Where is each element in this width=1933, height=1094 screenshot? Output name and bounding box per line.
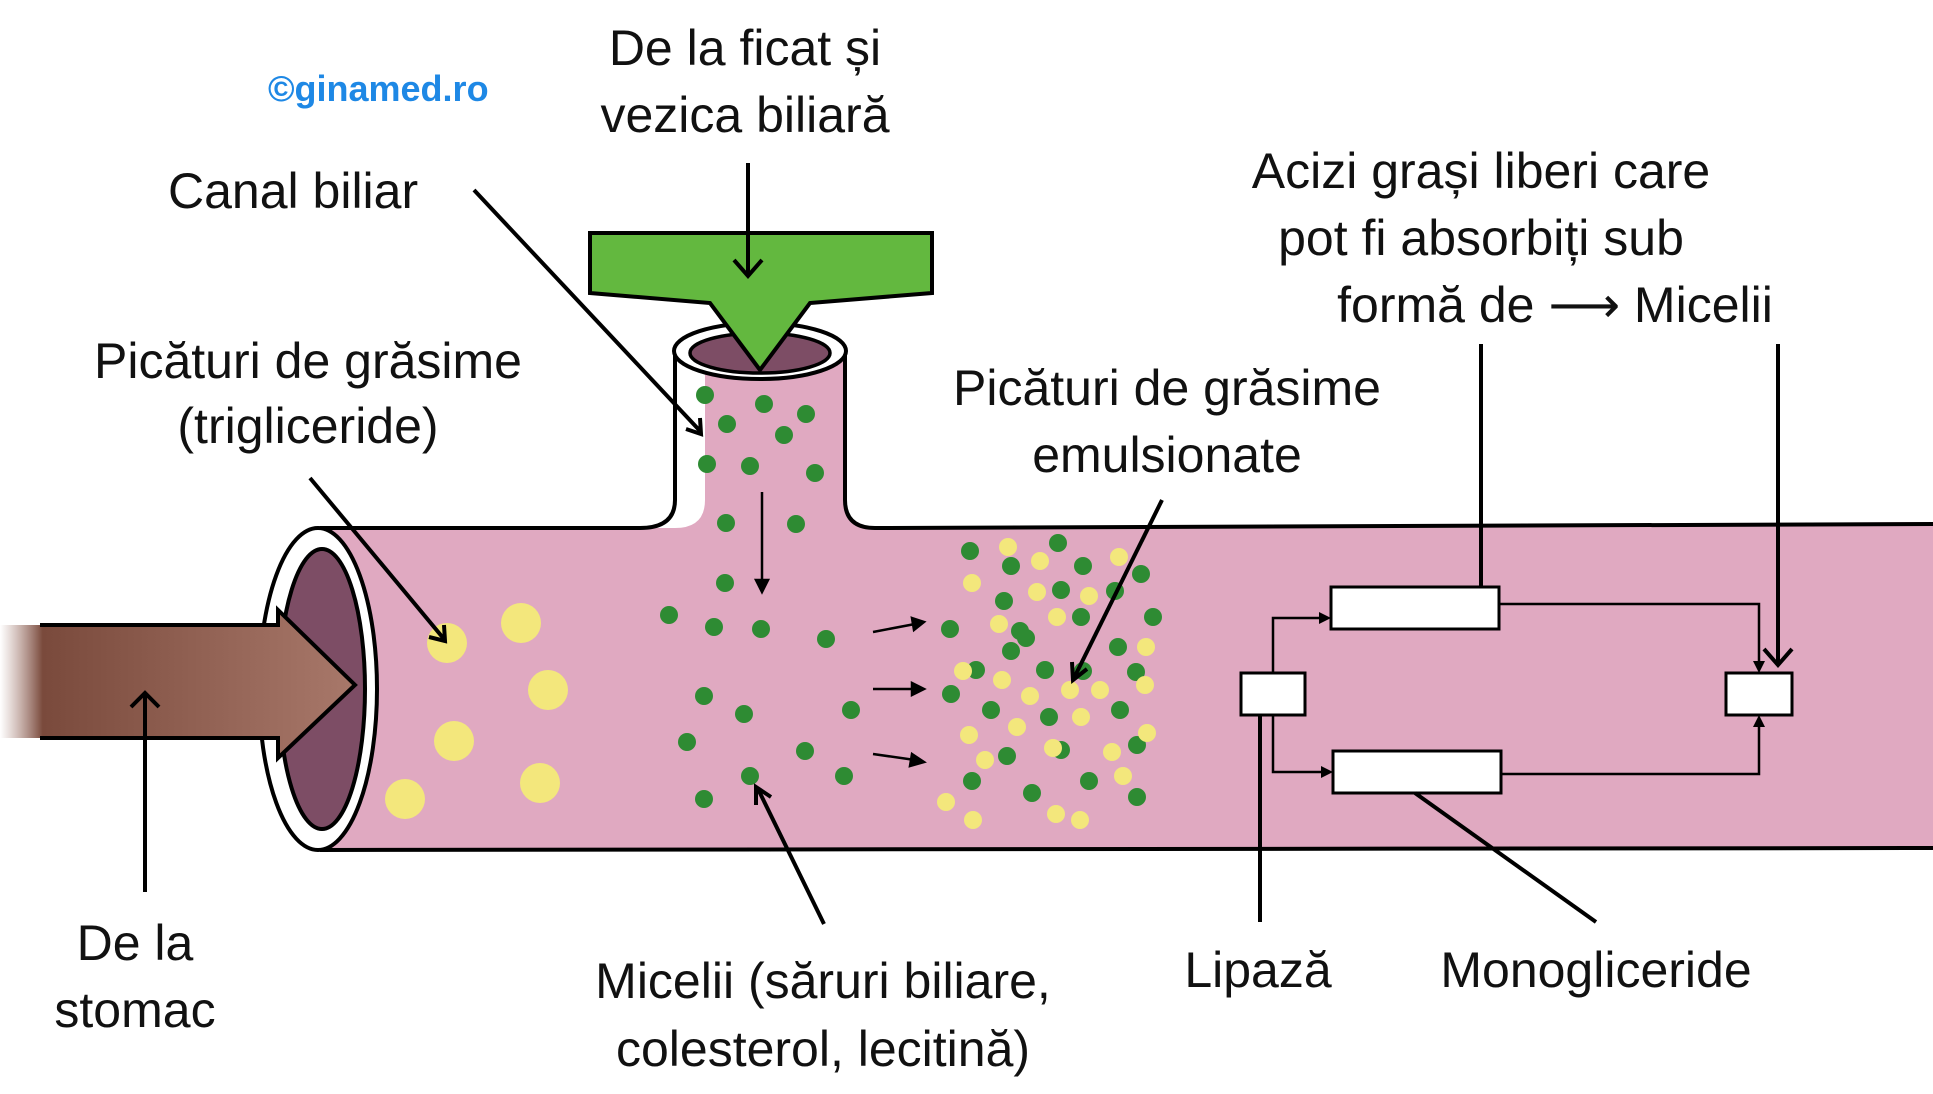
free-fatty-acids-box [1329,585,1501,631]
label-free-fatty-line2: pot fi absorbiți sub [1278,210,1684,266]
micelles [660,574,860,808]
label-from-liver-line1: De la ficat și [609,20,881,76]
credit-text: ©ginamed.ro [268,68,489,109]
label-bile-duct: Canal biliar [168,163,418,219]
label-monoglycerides: Monogliceride [1440,942,1751,998]
leader-lines [129,163,1794,925]
monoglycerides-box [1331,749,1503,795]
flow-arrows [753,492,927,768]
label-from-stomach-line1: De la [77,915,194,971]
lipase-pathway [1239,585,1794,795]
lipase-box [1239,671,1307,717]
labels: ©ginamed.ro De la ficat și vezica biliar… [54,20,1772,1077]
intestine-body [320,350,1933,850]
label-from-liver-line2: vezica biliară [600,87,889,143]
bile-inflow-funnel-icon [588,231,934,374]
label-emulsified-line1: Picături de grăsime [953,360,1381,416]
label-fat-droplets-line2: (trigliceride) [177,398,438,454]
label-fat-droplets-line1: Picături de grăsime [94,333,522,389]
micelles-box [1724,671,1794,717]
label-free-fatty-line1: Acizi grași liberi care [1252,143,1710,199]
label-emulsified-line2: emulsionate [1032,427,1302,483]
label-micelles-line1: Micelii (săruri biliare, [595,953,1051,1009]
stomach-inflow-arrow [0,610,355,758]
label-micelles-line2: colesterol, lecitină) [616,1021,1030,1077]
micelles-in-duct [696,386,824,533]
emulsified-fat-droplets [937,534,1162,829]
label-from-stomach-line2: stomac [54,982,215,1038]
label-lipase: Lipază [1184,942,1332,998]
label-free-fatty-line3: formă de ⟶ Micelii [1337,277,1773,333]
